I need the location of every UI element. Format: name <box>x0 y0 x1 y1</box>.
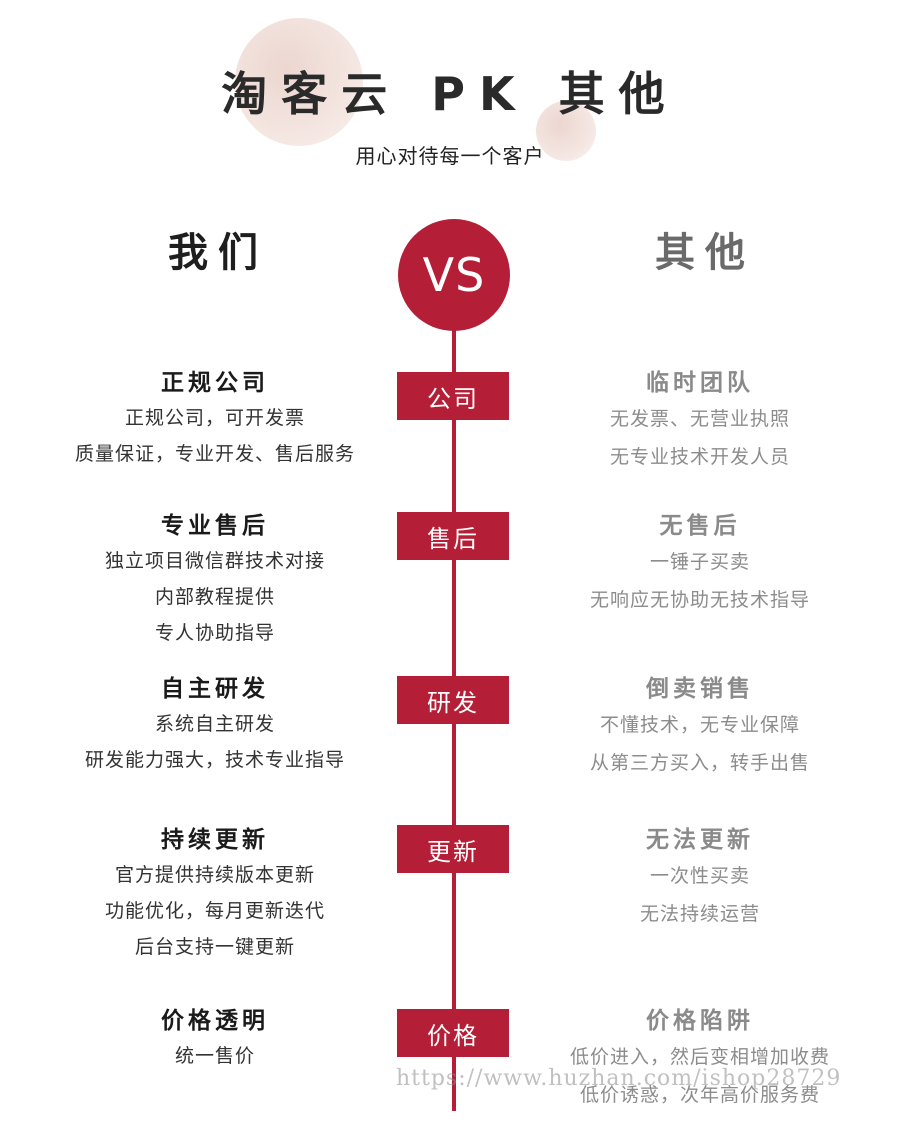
us-item: 价格透明 统一售价 <box>40 1004 390 1074</box>
others-item: 倒卖销售 不懂技术，无专业保障 从第三方买入，转手出售 <box>520 672 880 782</box>
decor-circle-large <box>235 18 363 146</box>
others-column-title: 其他 <box>655 230 755 276</box>
us-item-line: 官方提供持续版本更新 <box>114 864 315 886</box>
decor-circle-small <box>536 101 596 161</box>
us-item-line: 系统自主研发 <box>154 713 275 735</box>
us-column-title: 我们 <box>168 230 268 276</box>
others-item-line: 不懂技术，无专业保障 <box>599 714 800 736</box>
others-item-line: 无发票、无营业执照 <box>609 408 790 430</box>
others-item: 无售后 一锤子买卖 无响应无协助无技术指导 <box>520 509 880 619</box>
others-item-line: 低价诱惑，次年高价服务费 <box>579 1084 820 1106</box>
others-item-title: 倒卖销售 <box>646 676 754 702</box>
category-tag-price: 价格 <box>397 1009 509 1057</box>
us-item-line: 内部教程提供 <box>154 586 275 608</box>
category-tag-aftersales: 售后 <box>397 512 509 560</box>
others-item: 临时团队 无发票、无营业执照 无专业技术开发人员 <box>520 366 880 476</box>
category-tag-update: 更新 <box>397 825 509 873</box>
us-item-line: 质量保证，专业开发、售后服务 <box>74 443 355 465</box>
vs-label: VS <box>422 248 486 302</box>
others-item: 价格陷阱 低价进入，然后变相增加收费 低价诱惑，次年高价服务费 <box>520 1004 880 1114</box>
us-item-line: 统一售价 <box>174 1045 255 1067</box>
page-title: 淘客云 PK 其他 <box>221 67 679 121</box>
others-item-line: 一次性买卖 <box>649 865 750 887</box>
us-item-title: 专业售后 <box>161 513 269 539</box>
others-item-line: 一锤子买卖 <box>649 551 750 573</box>
others-item-title: 价格陷阱 <box>646 1008 754 1034</box>
us-item-title: 正规公司 <box>161 370 269 396</box>
others-item-title: 无售后 <box>659 513 741 539</box>
us-item-line: 功能优化，每月更新迭代 <box>104 900 325 922</box>
watermark-url: https://www.huzhan.com/ishop28729 <box>396 1066 842 1091</box>
vs-badge: VS <box>398 219 510 331</box>
us-item: 持续更新 官方提供持续版本更新 功能优化，每月更新迭代 后台支持一键更新 <box>40 823 390 965</box>
category-tag-company: 公司 <box>397 372 509 420</box>
us-item-title: 持续更新 <box>161 827 269 853</box>
us-item-line: 专人协助指导 <box>154 622 275 644</box>
category-tag-rnd: 研发 <box>397 676 509 724</box>
us-item-line: 正规公司，可开发票 <box>124 407 305 429</box>
us-item: 正规公司 正规公司，可开发票 质量保证，专业开发、售后服务 <box>40 366 390 472</box>
others-item-line: 低价进入，然后变相增加收费 <box>569 1046 830 1068</box>
others-item-title: 临时团队 <box>646 370 754 396</box>
us-item-line: 独立项目微信群技术对接 <box>104 550 325 572</box>
us-item: 自主研发 系统自主研发 研发能力强大，技术专业指导 <box>40 672 390 778</box>
us-item: 专业售后 独立项目微信群技术对接 内部教程提供 专人协助指导 <box>40 509 390 651</box>
others-item-title: 无法更新 <box>646 827 754 853</box>
others-item-line: 无响应无协助无技术指导 <box>589 589 810 611</box>
us-item-title: 价格透明 <box>161 1008 269 1034</box>
others-item-line: 无专业技术开发人员 <box>609 446 790 468</box>
us-item-title: 自主研发 <box>161 676 269 702</box>
us-item-line: 研发能力强大，技术专业指导 <box>84 749 345 771</box>
others-item-line: 从第三方买入，转手出售 <box>589 752 810 774</box>
page-subtitle: 用心对待每一个客户 <box>355 144 545 168</box>
us-item-line: 后台支持一键更新 <box>134 936 295 958</box>
others-item-line: 无法持续运营 <box>639 903 760 925</box>
others-item: 无法更新 一次性买卖 无法持续运营 <box>520 823 880 933</box>
